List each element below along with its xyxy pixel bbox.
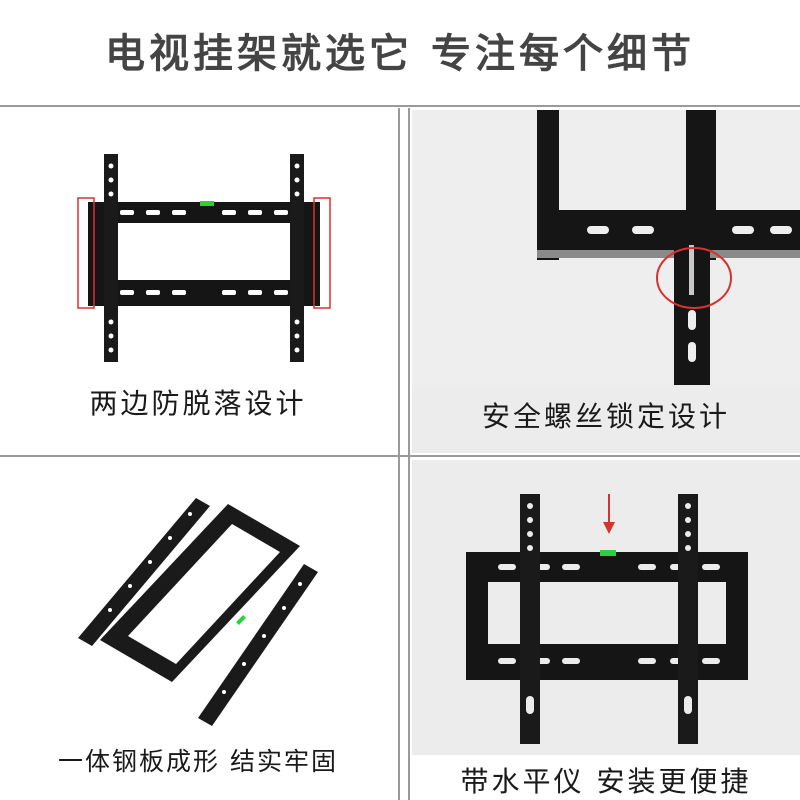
bubble-level (236, 615, 246, 625)
wall-plate-opening (108, 223, 300, 280)
disassembled-bracket-image (78, 498, 318, 726)
banner: 电视挂架就选它 专注每个细节 (0, 0, 800, 100)
rail-slots (120, 210, 288, 295)
caption-one-piece: 一体钢板成形 结实牢固 (58, 747, 338, 776)
locking-screw (689, 245, 694, 295)
caption-level: 带水平仪 安装更便捷 (460, 765, 752, 798)
panel-screw-lock: 安全螺丝锁定设计 (412, 110, 800, 453)
right-highlight-box (313, 197, 331, 309)
banner-title: 电视挂架就选它 专注每个细节 (105, 31, 695, 77)
screw-highlight-circle (656, 247, 732, 309)
right-center-divider (408, 108, 410, 800)
right-loose-arm (198, 564, 318, 726)
caption-anti-fall: 两边防脱落设计 (89, 387, 307, 420)
panel-one-piece: 一体钢板成形 结实牢固 (0, 460, 396, 800)
frame-rail (537, 210, 800, 250)
middle-divider (0, 455, 800, 457)
mounted-bracket-image (412, 460, 800, 755)
anti-fall-bracket-image (77, 154, 331, 362)
arm-holes (108, 163, 300, 353)
right-vertical-arm (678, 494, 698, 744)
screw-lock-closeup-image (412, 110, 800, 385)
rail-slots (587, 226, 792, 234)
left-vertical-arm (520, 494, 540, 744)
panel-level: 带水平仪 安装更便捷 (412, 460, 800, 800)
panel-anti-fall: 两边防脱落设计 (0, 110, 396, 453)
arm-holes (526, 503, 692, 714)
bubble-level (600, 550, 616, 556)
rail-edge (537, 250, 800, 258)
top-divider (0, 105, 800, 107)
left-highlight-box (77, 197, 95, 309)
arm-slots (688, 310, 696, 362)
bracket-holes (108, 512, 302, 694)
right-vertical-arm (290, 154, 304, 362)
left-vertical-arm (104, 154, 118, 362)
left-center-divider (398, 108, 400, 800)
caption-screw-lock: 安全螺丝锁定设计 (481, 400, 730, 433)
bubble-level (200, 201, 214, 206)
